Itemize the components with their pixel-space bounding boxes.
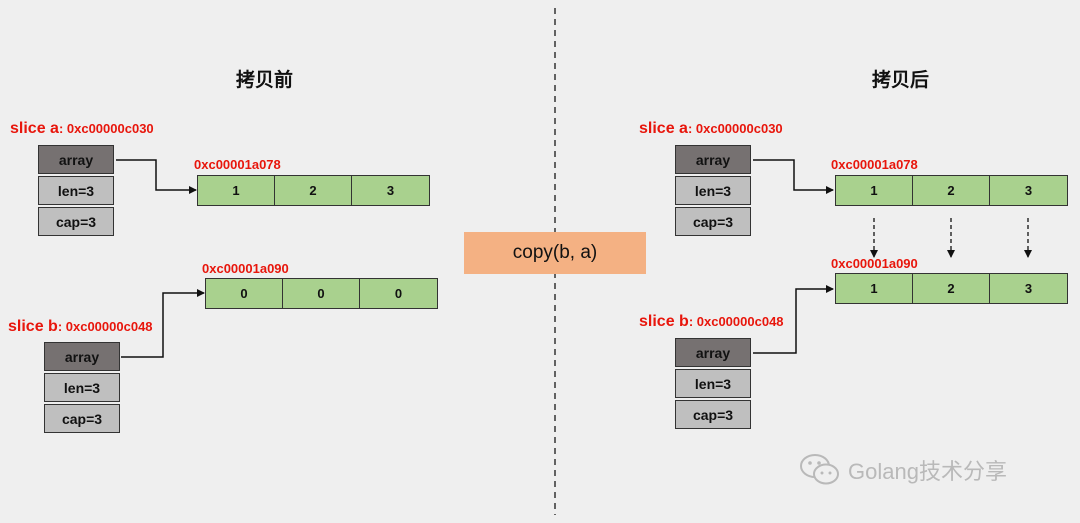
cap-field: cap=3 <box>44 404 120 433</box>
wechat-icon <box>800 454 839 485</box>
before-array-b: 0 0 0 <box>205 278 438 309</box>
len-field: len=3 <box>675 369 751 398</box>
pointer-after-a <box>753 159 834 194</box>
slice-addr: 0xc00000c030 <box>695 121 783 136</box>
after-array-b-addr: 0xc00001a090 <box>831 256 918 271</box>
array-cell: 3 <box>386 183 395 198</box>
copy-operation-box: copy(b, a) <box>464 232 646 274</box>
after-slice-a-header: array len=3 cap=3 <box>675 145 751 236</box>
after-slice-b-header: array len=3 cap=3 <box>675 338 751 429</box>
after-slice-a-label: slice a: 0xc00000c030 <box>639 120 783 137</box>
pointer-before-a <box>116 159 197 194</box>
array-cell: 0 <box>206 279 283 308</box>
array-cell: 2 <box>913 274 990 303</box>
array-cell: 3 <box>1024 183 1033 198</box>
before-array-b-addr: 0xc00001a090 <box>202 261 289 276</box>
slice-name: slice b <box>8 318 58 335</box>
array-field: array <box>675 145 751 174</box>
array-field: array <box>675 338 751 367</box>
watermark-text: Golang技术分享 <box>848 459 1007 484</box>
array-cell: 1 <box>836 176 913 205</box>
slice-addr: 0xc00000c048 <box>696 314 784 329</box>
slice-name: slice b <box>639 313 689 330</box>
len-field: len=3 <box>675 176 751 205</box>
after-slice-b-label: slice b: 0xc00000c048 <box>639 313 784 330</box>
after-array-b: 1 2 3 <box>835 273 1068 304</box>
slice-name: slice a <box>10 120 59 137</box>
slice-addr: 0xc00000c048 <box>65 319 153 334</box>
pointer-after-b <box>753 285 834 354</box>
after-array-a-addr: 0xc00001a078 <box>831 157 918 172</box>
array-field: array <box>44 342 120 371</box>
cap-field: cap=3 <box>675 207 751 236</box>
pointer-before-b <box>121 289 205 358</box>
before-slice-b-header: array len=3 cap=3 <box>44 342 120 433</box>
array-cell: 0 <box>394 286 403 301</box>
slice-addr: 0xc00000c030 <box>66 121 154 136</box>
array-cell: 3 <box>1024 281 1033 296</box>
array-cell: 0 <box>283 279 360 308</box>
array-cell: 2 <box>913 176 990 205</box>
before-array-a: 1 2 3 <box>197 175 430 206</box>
before-slice-b-label: slice b: 0xc00000c048 <box>8 318 153 335</box>
before-slice-a-label: slice a: 0xc00000c030 <box>10 120 154 137</box>
watermark: Golang技术分享 <box>798 452 1007 488</box>
array-cell: 1 <box>198 176 275 205</box>
len-field: len=3 <box>44 373 120 402</box>
array-cell: 1 <box>836 274 913 303</box>
slice-name: slice a <box>639 120 688 137</box>
before-slice-a-header: array len=3 cap=3 <box>38 145 114 236</box>
len-field: len=3 <box>38 176 114 205</box>
before-title: 拷贝前 <box>236 70 294 91</box>
after-title: 拷贝后 <box>872 70 930 91</box>
copy-operation-label: copy(b, a) <box>512 242 598 263</box>
array-cell: 2 <box>275 176 352 205</box>
after-array-a: 1 2 3 <box>835 175 1068 206</box>
cap-field: cap=3 <box>675 400 751 429</box>
cap-field: cap=3 <box>38 207 114 236</box>
before-array-a-addr: 0xc00001a078 <box>194 157 281 172</box>
array-field: array <box>38 145 114 174</box>
